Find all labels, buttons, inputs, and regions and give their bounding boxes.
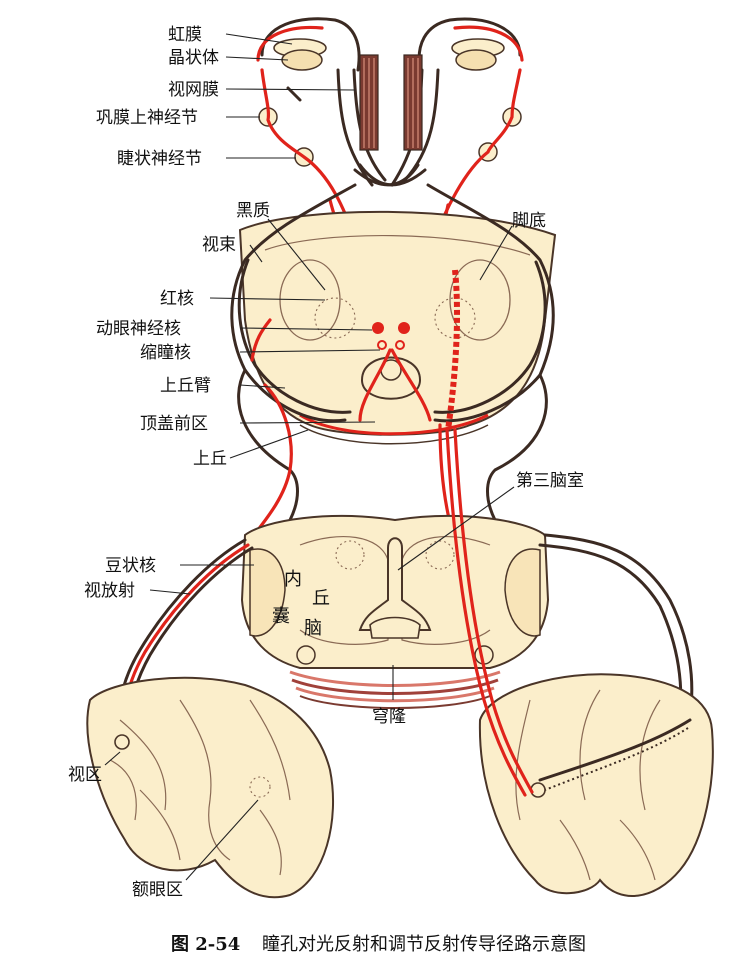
oculomotor-nucleus-right: [398, 322, 410, 334]
label-iris: 虹膜: [168, 25, 202, 45]
label-thalamus-2: 脑: [304, 618, 322, 639]
label-thalamus-1: 丘: [312, 588, 330, 609]
left-visual-area: [114, 734, 130, 750]
label-pretectal-area: 顶盖前区: [140, 414, 208, 434]
label-retina: 视网膜: [168, 80, 219, 100]
label-superior-colliculus: 上丘: [193, 449, 227, 469]
right-hemisphere: [478, 673, 714, 897]
caption-number: 图 2-54: [171, 934, 240, 955]
label-lentiform-nucleus: 豆状核: [105, 556, 156, 576]
label-optic-radiation: 视放射: [84, 581, 135, 601]
label-optic-tract: 视束: [202, 235, 236, 255]
right-eye: [417, 17, 524, 72]
third-ventricle: [358, 537, 432, 631]
diencephalon: [240, 515, 550, 709]
label-lens: 晶状体: [168, 48, 219, 68]
substantia-nigra-right: [449, 259, 511, 341]
oculomotor-nucleus-left: [372, 322, 384, 334]
label-fornix: 穹隆: [372, 707, 406, 727]
optic-nerves: [336, 54, 440, 187]
lentiform-nucleus-right: [504, 548, 541, 637]
labels: 虹膜 晶状体 视网膜 巩膜上神经节 睫状神经节 黑质 视束 红核 动眼神经核 缩…: [68, 25, 584, 900]
left-hemisphere: [86, 676, 334, 899]
red-nucleus-left: [314, 297, 356, 339]
label-brachium-superior-colliculus: 上丘臂: [160, 376, 211, 396]
label-third-ventricle: 第三脑室: [516, 471, 584, 491]
label-cerebral-peduncle: 脚底: [512, 211, 546, 231]
figure-caption: 图 2-54 瞳孔对光反射和调节反射传导径路示意图: [171, 934, 586, 955]
right-lens: [455, 49, 497, 71]
leader-lines: [104, 33, 515, 881]
lentiform-nucleus-left: [249, 548, 286, 637]
fornix-shape: [369, 616, 421, 639]
midbrain: [238, 210, 557, 445]
label-superior-cervical-ganglion: 巩膜上神经节: [96, 108, 198, 128]
label-frontal-eye-field: 额眼区: [132, 880, 183, 900]
label-internal-capsule-2: 囊: [272, 606, 290, 627]
pupilloconstrictor-nucleus-left: [377, 340, 387, 350]
label-internal-capsule-1: 内: [284, 569, 302, 590]
left-frontal-eye-field: [249, 776, 271, 798]
label-ciliary-ganglion: 睫状神经节: [117, 149, 202, 169]
optic-tracts: [230, 183, 555, 423]
label-substantia-nigra: 黑质: [236, 201, 270, 221]
caption-title: 瞳孔对光反射和调节反射传导径路示意图: [262, 934, 586, 955]
label-pupilloconstrictor-nucleus: 缩瞳核: [140, 343, 191, 363]
label-red-nucleus: 红核: [160, 289, 194, 309]
pupilloconstrictor-nucleus-right: [395, 340, 405, 350]
pretectal-red-paths: [250, 269, 461, 431]
label-visual-area: 视区: [68, 765, 102, 785]
red-path-right-cortex: [453, 428, 534, 794]
label-oculomotor-nucleus: 动眼神经核: [96, 319, 181, 339]
substantia-nigra-left: [279, 259, 341, 341]
